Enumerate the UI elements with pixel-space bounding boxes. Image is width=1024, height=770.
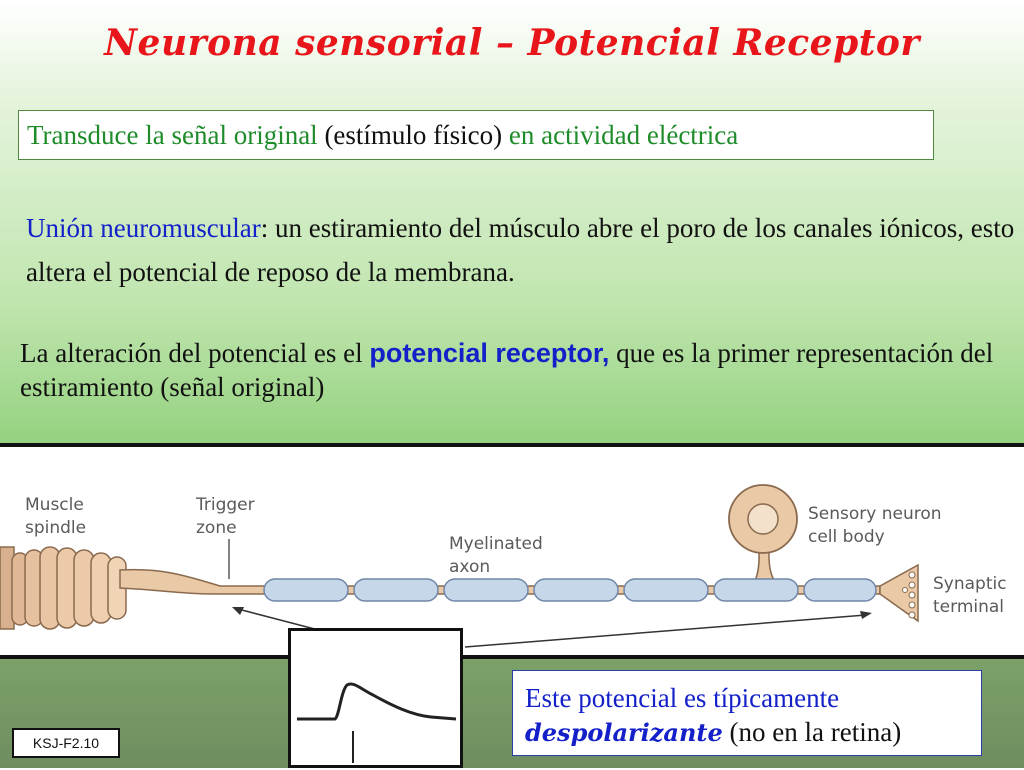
alteration-text: que es la primer representación del esti… <box>20 338 994 402</box>
myelin-sheath <box>263 578 877 602</box>
transduce-part-1: Transduce la señal original <box>27 120 325 150</box>
nucleus <box>747 503 779 535</box>
alteration-lead: La alteración del potencial es el <box>20 338 370 368</box>
muscle-spindle <box>0 546 127 630</box>
transduce-part-2: (estímulo físico) <box>324 120 509 150</box>
receptor-potential-trace <box>297 682 457 763</box>
union-text: : un estiramiento del músculo abre el po… <box>26 213 1015 287</box>
label-muscle-spindle-2: spindle <box>25 518 86 538</box>
arrowhead-trigger <box>232 607 244 615</box>
despol-line-2: despolarizante (no en la retina) <box>525 715 969 750</box>
label-trigger-zone-1: Trigger <box>195 495 255 515</box>
union-paragraph: Unión neuromuscular: un estiramiento del… <box>26 206 1016 294</box>
despol-emphasis: despolarizante <box>525 718 723 747</box>
transduce-part-3: en actividad eléctrica <box>508 120 739 150</box>
label-sensory-neuron-2: cell body <box>808 527 885 547</box>
despol-line-1: Este potencial es típicamente <box>525 683 840 713</box>
label-synaptic-terminal-1: Synaptic <box>933 574 1007 594</box>
neuron-diagram: Muscle spindle Trigger zone Myelinated a… <box>0 484 1007 648</box>
transduce-box: Transduce la señal original (estímulo fí… <box>18 110 934 160</box>
reference-badge: KSJ-F2.10 <box>12 728 120 758</box>
alteration-paragraph: La alteración del potencial es el potenc… <box>20 336 1016 404</box>
slide-title: Neurona sensorial – Potencial Receptor <box>104 22 920 64</box>
label-trigger-zone-2: zone <box>196 518 237 538</box>
synaptic-terminal <box>879 563 919 623</box>
union-term: Unión neuromuscular <box>26 213 261 243</box>
label-sensory-neuron-1: Sensory neuron <box>808 504 942 524</box>
despolarizante-box: Este potencial es típicamente despolariz… <box>512 670 982 756</box>
label-myelinated-axon-2: axon <box>449 557 490 577</box>
despol-rest: (no en la retina) <box>722 717 902 747</box>
arrow-terminal <box>464 614 867 648</box>
neuron-diagram-panel: Muscle spindle Trigger zone Myelinated a… <box>0 443 1024 659</box>
label-myelinated-axon-1: Myelinated <box>449 534 543 554</box>
label-synaptic-terminal-2: terminal <box>933 597 1004 617</box>
alteration-term: potencial receptor, <box>369 338 610 368</box>
label-muscle-spindle-1: Muscle <box>25 495 84 515</box>
synaptic-vesicles <box>902 571 916 619</box>
receptor-potential-inset <box>288 628 463 768</box>
arrowhead-terminal <box>860 611 872 619</box>
waveform-line <box>297 682 457 721</box>
